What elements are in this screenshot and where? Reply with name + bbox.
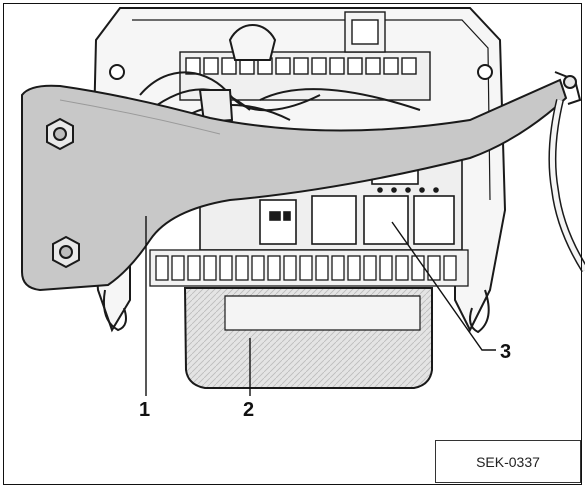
- leader-3: [391, 221, 496, 351]
- strap-rod: [548, 71, 585, 273]
- callout-label-3: 3: [500, 341, 512, 363]
- reference-code-box: SEK-0337: [435, 440, 581, 483]
- connector-strip: [149, 249, 469, 287]
- reference-code: SEK-0337: [476, 453, 540, 470]
- leader-lines: [145, 216, 496, 396]
- wiring-harness: [139, 24, 421, 124]
- lower-housing: [183, 287, 433, 389]
- callout-label-2: 2: [243, 399, 255, 421]
- figure-border: [3, 3, 582, 485]
- fuse-block: [179, 11, 431, 101]
- bolt-upper-icon: [46, 117, 74, 151]
- retaining-strap: [21, 78, 568, 292]
- callout-label-1: 1: [139, 399, 151, 421]
- bolt-lower-icon: [52, 235, 80, 269]
